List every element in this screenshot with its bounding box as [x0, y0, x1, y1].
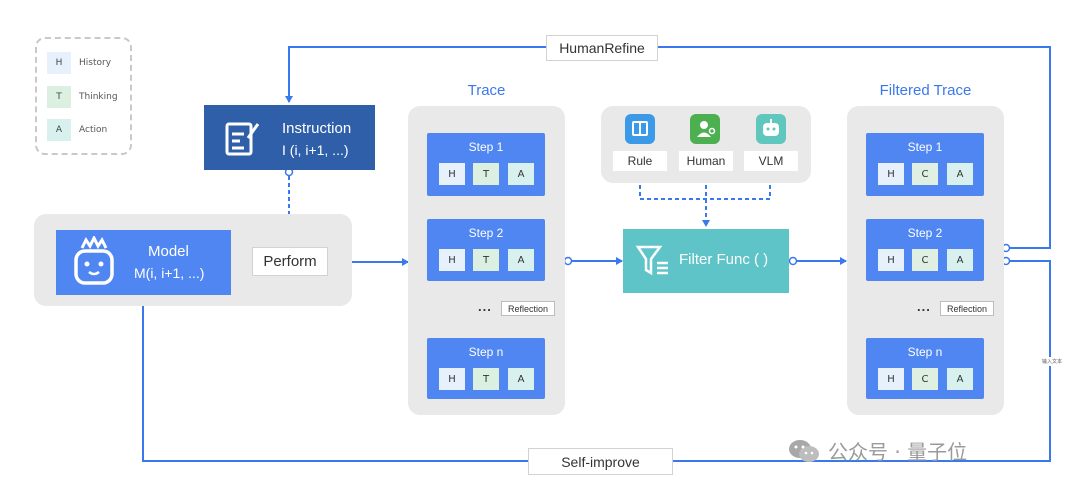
cell-c: C	[912, 249, 938, 271]
legend-item-thinking: T Thinking	[47, 85, 118, 109]
source-human-label: Human	[679, 151, 733, 171]
filtered-dots: ...	[917, 299, 931, 314]
side-note: 输入文本	[1041, 357, 1064, 366]
cell-history: H	[439, 163, 465, 185]
legend-item-action: A Action	[47, 118, 107, 142]
perform-label: Perform	[252, 247, 328, 276]
step-title: Step 1	[907, 140, 943, 154]
cell-history: H	[878, 163, 904, 185]
cell-action: A	[947, 368, 973, 390]
cell-action: A	[508, 163, 534, 185]
legend-label: Action	[79, 125, 108, 135]
trace-reflection-label: Reflection	[501, 301, 555, 316]
book-icon	[625, 114, 655, 144]
cell-action: A	[508, 368, 534, 390]
human-refine-label: HumanRefine	[546, 35, 658, 61]
filtered-step-2: Step 2 H C A	[866, 219, 984, 281]
instruction-formula: I (i, i+1, ...)	[282, 142, 349, 158]
cell-action: A	[947, 163, 973, 185]
legend-key: T	[47, 86, 71, 108]
person-icon	[690, 114, 720, 144]
human-refine-line	[285, 46, 1051, 249]
wechat-icon	[789, 439, 819, 462]
filtered-trace-title: Filtered Trace	[879, 82, 972, 99]
step-title: Step 1	[468, 140, 504, 154]
cell-history: H	[439, 249, 465, 271]
cell-history: H	[878, 368, 904, 390]
filtered-step-1: Step 1 H C A	[866, 133, 984, 196]
trace-step-n: Step n H T A	[427, 338, 545, 399]
funnel-icon	[635, 245, 668, 276]
cell-thinking: T	[473, 163, 499, 185]
robot-icon	[74, 236, 114, 285]
filter-func-block: Filter Func ( )	[623, 229, 789, 293]
self-improve-line	[139, 260, 1051, 462]
cell-thinking: T	[473, 368, 499, 390]
legend-label: Thinking	[79, 92, 118, 102]
cell-action: A	[947, 249, 973, 271]
step-title: Step 2	[468, 226, 504, 240]
trace-step-1: Step 1 H T A	[427, 133, 545, 196]
self-improve-label: Self-improve	[528, 448, 673, 475]
step-title: Step n	[468, 345, 504, 359]
legend: H History T Thinking A Action	[35, 37, 132, 155]
cell-action: A	[508, 249, 534, 271]
trace-dots: ...	[478, 299, 492, 314]
model-formula: M(i, i+1, ...)	[134, 265, 205, 281]
cell-thinking: T	[473, 249, 499, 271]
legend-item-history: H History	[47, 51, 111, 75]
instruction-title: Instruction	[282, 120, 352, 137]
source-rule-label: Rule	[613, 151, 667, 171]
legend-key: H	[47, 52, 71, 74]
robot-icon	[756, 114, 786, 144]
step-title: Step 2	[907, 226, 943, 240]
filter-func-label: Filter Func ( )	[679, 251, 769, 268]
legend-key: A	[47, 119, 71, 141]
trace-step-2: Step 2 H T A	[427, 219, 545, 281]
watermark-text: 公众号 · 量子位	[828, 440, 968, 464]
cell-c: C	[912, 368, 938, 390]
clipboard-icon	[225, 122, 260, 156]
step-title: Step n	[907, 345, 943, 359]
model-block: Model M(i, i+1, ...)	[56, 230, 231, 295]
filtered-step-n: Step n H C A	[866, 338, 984, 399]
model-title: Model	[148, 243, 189, 260]
cell-c: C	[912, 163, 938, 185]
cell-history: H	[878, 249, 904, 271]
trace-title: Trace	[467, 82, 506, 99]
instruction-block: Instruction I (i, i+1, ...)	[204, 105, 375, 170]
filtered-reflection-label: Reflection	[940, 301, 994, 316]
cell-history: H	[439, 368, 465, 390]
legend-label: History	[79, 58, 112, 68]
watermark: 公众号 · 量子位	[788, 436, 967, 465]
source-vlm-label: VLM	[744, 151, 798, 171]
